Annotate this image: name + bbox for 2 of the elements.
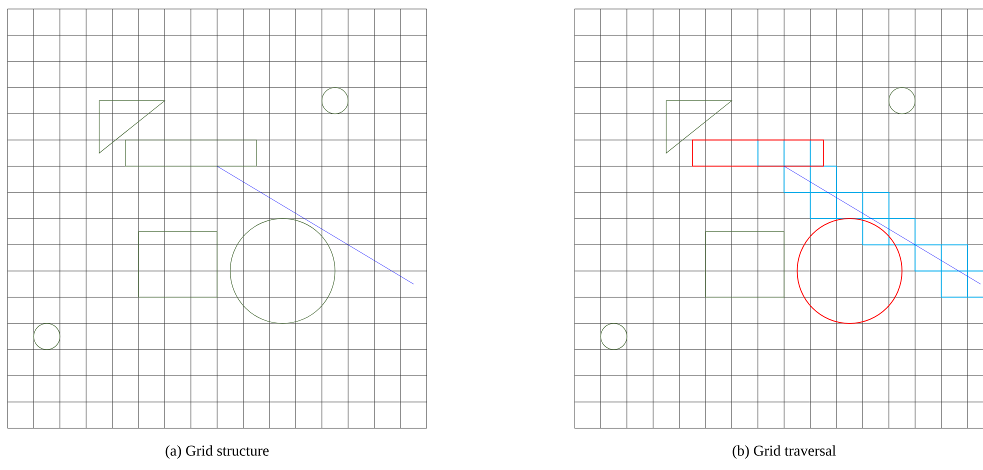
caption: (a) Grid structure	[166, 445, 269, 459]
caption: (b) Grid traversal	[732, 445, 836, 459]
